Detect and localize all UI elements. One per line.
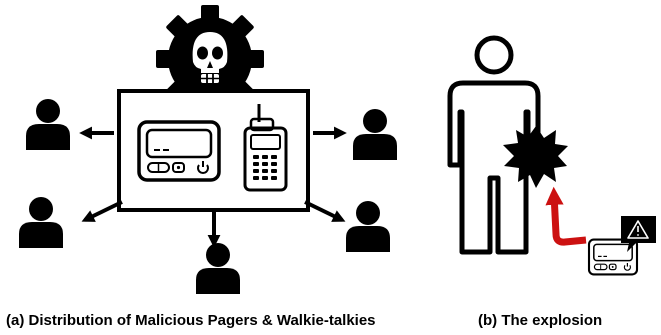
arrow-icon xyxy=(545,186,587,246)
warning-icon xyxy=(621,216,656,252)
caption-b: (b) The explosion xyxy=(478,312,603,329)
person-icon xyxy=(196,243,240,294)
person-icon xyxy=(353,109,397,160)
caption-a: (a) Distribution of Malicious Pagers & W… xyxy=(6,312,376,329)
person-icon xyxy=(346,201,390,252)
explosion-icon xyxy=(503,126,568,188)
arrow-icon xyxy=(81,200,123,222)
panel-b xyxy=(447,35,656,276)
skull-icon xyxy=(192,32,228,83)
walkie-talkie-icon xyxy=(243,104,288,192)
person-icon xyxy=(19,197,63,248)
arrow-icon xyxy=(304,200,346,222)
distribution-arrows xyxy=(79,126,347,248)
person-outline-icon xyxy=(447,35,541,255)
person-icon xyxy=(26,99,70,150)
panel-a xyxy=(19,5,397,294)
